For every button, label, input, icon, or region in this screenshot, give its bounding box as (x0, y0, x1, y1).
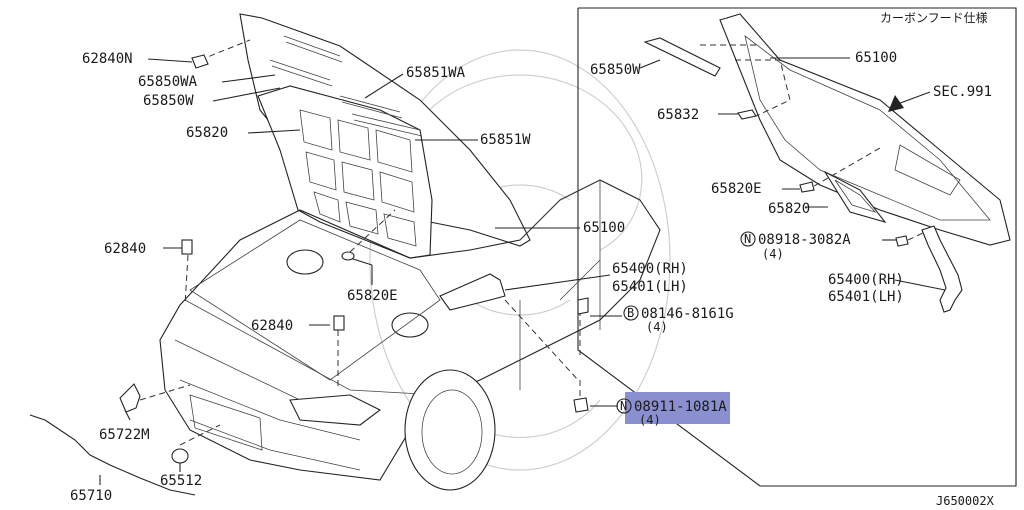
door-line (519, 260, 601, 390)
label-65100: 65100 (583, 220, 625, 236)
clip-62840n (191, 54, 209, 69)
hood-weatherstrips (269, 35, 423, 137)
windshield-frame (519, 179, 601, 301)
label-65851wa: 65851WA (406, 65, 466, 81)
inset-label-65401lh: 65401(LH) (828, 289, 904, 305)
label-65710: 65710 (70, 488, 112, 504)
inset-hood-panel (719, 13, 1011, 246)
b-mark-letter: B (627, 306, 634, 320)
label-65851w: 65851W (480, 132, 531, 148)
hood-inner-lattice (299, 109, 417, 247)
watermark-emblem (369, 49, 671, 471)
hood-hinge (439, 273, 506, 311)
front-grille (189, 394, 263, 451)
label-62840n: 62840N (82, 51, 133, 67)
grommet-65820e (341, 251, 355, 261)
front-wheel (404, 369, 496, 491)
inset-hood-hinge (921, 225, 963, 313)
label-65850w: 65850W (143, 93, 194, 109)
label-08146-8161g: 08146-8161G (641, 306, 734, 322)
label-65400rh: 65400(RH) (612, 261, 688, 277)
label-62840-b: 62840 (251, 318, 293, 334)
carbon-hood-inset: カーボンフード仕様 SEC.991 65850W 65100 65832 658… (577, 7, 1017, 487)
label-65512: 65512 (160, 473, 202, 489)
inset-label-65100: 65100 (855, 50, 897, 66)
inset-label-sec991: SEC.991 (933, 84, 992, 100)
label-65722m: 65722M (99, 427, 150, 443)
hood-lock-65722m (119, 383, 141, 413)
inset-n-mark-letter: N (744, 232, 751, 246)
bumper-62840-b (333, 315, 345, 331)
clip-65512 (171, 448, 189, 464)
bolt-08146 (577, 297, 589, 315)
inset-label-65820: 65820 (768, 201, 810, 217)
figure-code: J650002X (936, 494, 995, 508)
inset-label-65832: 65832 (657, 107, 699, 123)
inset-65850w-strip (643, 37, 721, 77)
bumper-62840-a (181, 239, 193, 255)
inset-65820-panel (823, 170, 887, 223)
leader-lines (99, 39, 622, 485)
inset-label-08918-qty: (4) (762, 247, 784, 261)
inset-65832-clip (737, 109, 757, 120)
inset-label-65400rh: 65400(RH) (828, 272, 904, 288)
label-08146-qty: (4) (646, 320, 668, 334)
label-08911-1081a: 08911-1081A (634, 399, 727, 415)
inset-title: カーボンフード仕様 (880, 11, 988, 25)
inset-n-mark (740, 231, 756, 247)
hood-release-cable-65710 (29, 414, 196, 496)
nut-08911 (573, 397, 589, 413)
inset-08918-nut (895, 235, 909, 247)
label-65850wa: 65850WA (138, 74, 198, 90)
n-mark-circle (616, 398, 632, 414)
label-08911-qty: (4) (639, 413, 661, 427)
label-65820e: 65820E (347, 288, 398, 304)
small-parts (29, 54, 589, 496)
highlight-08911-1081a (625, 392, 730, 424)
inset-65820e-grommet (799, 181, 815, 193)
inset-label-65850w: 65850W (590, 62, 641, 78)
strut-tower-rh (391, 312, 429, 338)
b-mark-circle (623, 305, 639, 321)
strut-tower-lh (286, 249, 324, 275)
inset-sec991-arrow (888, 95, 904, 112)
label-65820: 65820 (186, 125, 228, 141)
label-62840-a: 62840 (104, 241, 146, 257)
n-mark-letter: N (620, 399, 627, 413)
car-front-illustration (159, 13, 661, 491)
headlight-rh (289, 394, 382, 426)
part-labels: 62840N 65850WA 65850W 65851WA 65820 6585… (70, 51, 995, 508)
inset-label-65820e: 65820E (711, 181, 762, 197)
label-65401lh: 65401(LH) (612, 279, 688, 295)
inset-label-08918-3082a: 08918-3082A (758, 232, 851, 248)
